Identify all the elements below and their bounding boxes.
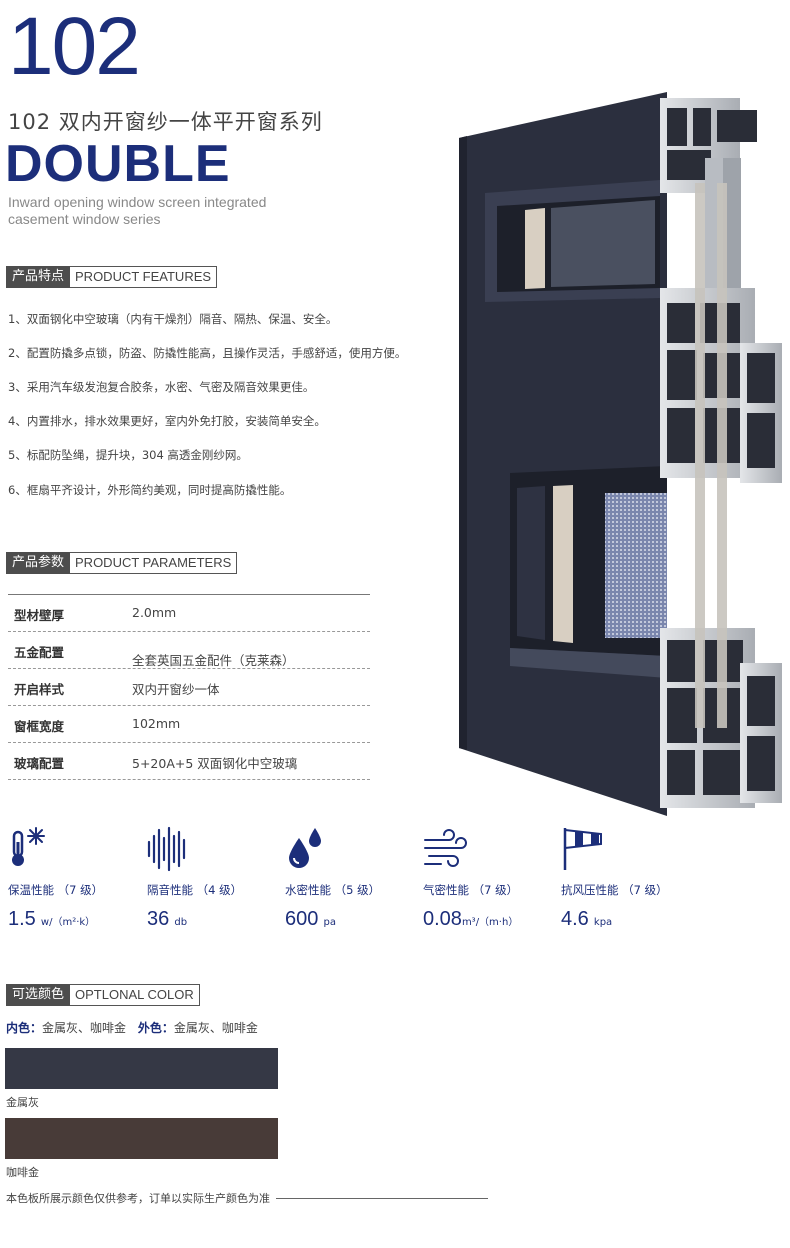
param-value: 5+20A+5 双面钢化中空玻璃 <box>132 756 298 771</box>
thermometer-snow-icon <box>12 827 45 866</box>
table-top-rule <box>8 594 370 595</box>
heading-cn: 产品特点 <box>6 266 71 288</box>
perf-unit: kpa <box>593 917 613 928</box>
table-row: 开启样式 双内开窗纱一体 <box>8 669 370 706</box>
swatch-label: 金属灰 <box>6 1096 39 1109</box>
perf-label: 隔音性能 （4 级） <box>147 883 243 897</box>
windsock-icon <box>563 828 602 870</box>
product-features-heading: 产品特点 PRODUCT FEATURES <box>6 266 218 288</box>
perf-number: 1.5 <box>8 908 36 930</box>
param-label: 开启样式 <box>14 682 65 697</box>
perf-label: 抗风压性能 （7 级） <box>561 883 668 897</box>
feature-item: 3、采用汽车级发泡复合胶条，水密、气密及隔音效果更佳。 <box>8 380 315 394</box>
color-swatch-coffee-gold <box>5 1118 278 1159</box>
perf-number: 4.6 <box>561 908 589 930</box>
subtitle-line-1: Inward opening window screen integrated <box>8 194 267 210</box>
table-row: 窗框宽度 102mm <box>8 706 370 743</box>
perf-label: 气密性能 （7 级） <box>423 883 519 897</box>
series-subtitle-en: Inward opening window screen integrated … <box>8 194 266 228</box>
subtitle-line-2: casement window series <box>8 211 161 227</box>
table-row: 五金配置 全套英国五金配件（克莱森） <box>8 632 370 669</box>
perf-value: 36 db <box>147 908 187 931</box>
model-number: 102 <box>8 1 141 92</box>
perf-unit: m³/（m·h） <box>461 917 519 928</box>
series-name: DOUBLE <box>5 135 231 193</box>
sound-wave-icon <box>147 826 186 872</box>
series-title-cn: 102 双内开窗纱一体平开窗系列 <box>8 110 323 134</box>
param-value: 双内开窗纱一体 <box>132 682 220 697</box>
perf-label: 水密性能 （5 级） <box>285 883 381 897</box>
product-parameters-heading: 产品参数 PRODUCT PARAMETERS <box>6 552 238 574</box>
outer-color-value: 金属灰、咖啡金 <box>173 1021 258 1035</box>
color-options-line: 内色：金属灰、咖啡金 外色：金属灰、咖啡金 <box>6 1019 258 1036</box>
heading-en: PRODUCT PARAMETERS <box>70 552 238 574</box>
perf-value: 1.5 w/（m²·k） <box>8 908 95 931</box>
color-disclaimer: 本色板所展示颜色仅供参考，订单以实际生产颜色为准 <box>6 1190 488 1206</box>
feature-item: 6、框扇平齐设计，外形简约美观，同时提高防撬性能。 <box>8 483 292 497</box>
perf-number: 36 <box>147 908 170 930</box>
param-value: 102mm <box>132 716 181 731</box>
inner-color-value: 金属灰、咖啡金 <box>42 1021 127 1035</box>
heading-en: OPTLONAL COLOR <box>70 984 200 1006</box>
perf-value: 600 pa <box>285 908 336 931</box>
feature-item: 2、配置防撬多点锁，防盗、防撬性能高，且操作灵活，手感舒适，使用方便。 <box>8 346 407 360</box>
feature-item: 5、标配防坠绳，提升块，304 高透金刚纱网。 <box>8 448 248 462</box>
optional-color-heading: 可选颜色 OPTLONAL COLOR <box>6 984 200 1006</box>
inner-color-label: 内色： <box>6 1021 43 1035</box>
param-value: 2.0mm <box>132 605 177 620</box>
perf-label: 保温性能 （7 级） <box>8 883 104 897</box>
feature-item: 4、内置排水，排水效果更好，室内外免打胶，安装简单安全。 <box>8 414 326 428</box>
perf-unit: pa <box>323 917 336 928</box>
heading-cn: 产品参数 <box>6 552 71 574</box>
color-swatch-metal-grey <box>5 1048 278 1089</box>
perf-number: 600 <box>285 908 319 930</box>
param-label: 窗框宽度 <box>14 719 65 734</box>
perf-unit: db <box>174 917 188 928</box>
heading-cn: 可选颜色 <box>6 984 71 1006</box>
heading-en: PRODUCT FEATURES <box>70 266 218 288</box>
param-label: 五金配置 <box>14 645 65 660</box>
window-cross-section-illustration <box>459 92 782 816</box>
outer-color-label: 外色： <box>137 1021 174 1035</box>
air-flow-icon <box>424 829 467 867</box>
table-row: 型材壁厚 2.0mm <box>8 595 370 632</box>
disclaimer-rule <box>276 1197 488 1199</box>
param-label: 玻璃配置 <box>14 756 65 771</box>
water-drops-icon <box>289 828 321 868</box>
param-value: 全套英国五金配件（克莱森） <box>132 653 295 668</box>
swatch-label: 咖啡金 <box>6 1166 39 1179</box>
perf-unit: w/（m²·k） <box>40 917 96 928</box>
table-row: 玻璃配置 5+20A+5 双面钢化中空玻璃 <box>8 743 370 780</box>
perf-number: 0.08 <box>423 908 462 930</box>
param-label: 型材壁厚 <box>14 608 65 623</box>
perf-value: 0.08m³/（m·h） <box>423 908 518 931</box>
perf-value: 4.6 kpa <box>561 908 612 931</box>
feature-item: 1、双面钢化中空玻璃（内有干燥剂）隔音、隔热、保温、安全。 <box>8 312 338 326</box>
disclaimer-text: 本色板所展示颜色仅供参考，订单以实际生产颜色为准 <box>6 1192 270 1205</box>
